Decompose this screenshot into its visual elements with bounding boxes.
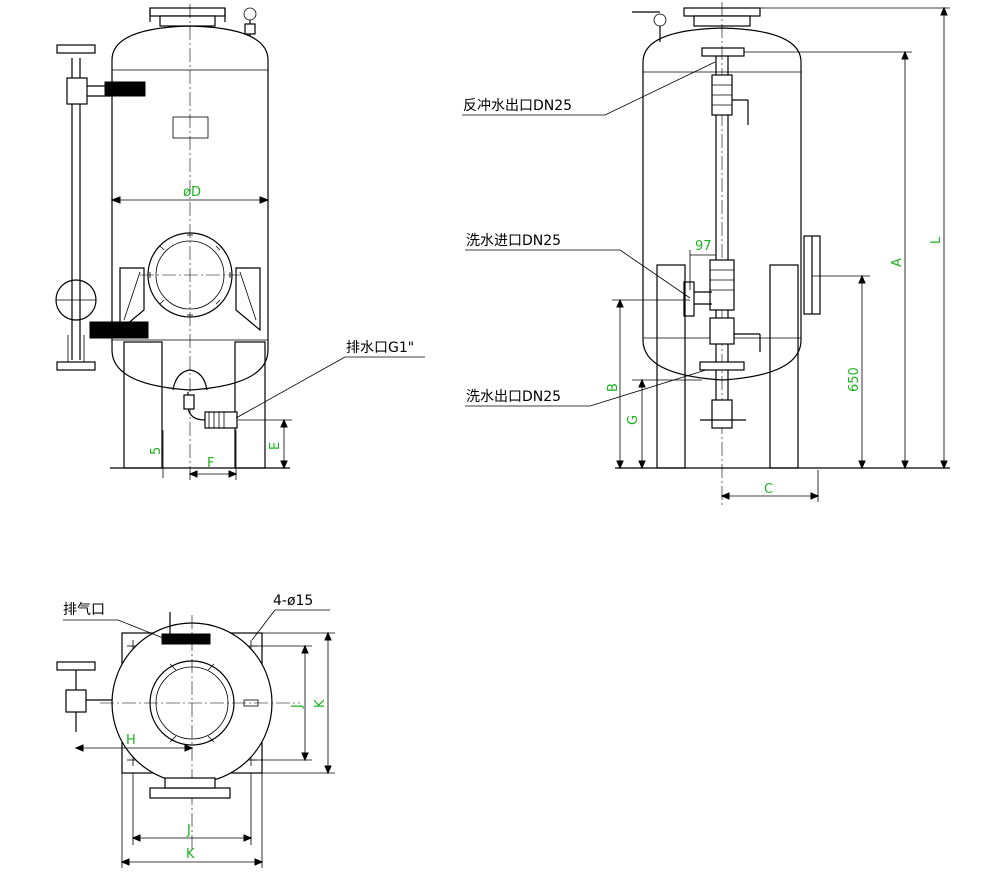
vent-leader	[117, 619, 169, 641]
front-nameplate	[172, 116, 209, 139]
dim-h-label: H	[126, 733, 136, 748]
holes-leader	[251, 609, 276, 641]
dim-97-label: 97	[695, 239, 712, 254]
side-vent-handwheel	[653, 13, 667, 27]
dim-e-label: E	[268, 442, 283, 450]
holes-callout: 4-ø15	[273, 593, 313, 609]
dim-g-label: G	[626, 415, 641, 425]
dim-5-label: 5	[149, 447, 164, 455]
drain-callout: 排水口G1"	[346, 340, 414, 356]
top-view: 排气口 4-ø15 H J K J K	[56, 593, 335, 868]
side-wash-outlet-flange	[699, 361, 745, 371]
top-gauge-valve	[65, 689, 87, 713]
front-top-nozzle	[159, 15, 216, 27]
front-gauge-upper-connection	[104, 81, 146, 97]
dim-f-label: F	[207, 456, 214, 471]
wash-outlet-callout: 洗水出口DN25	[466, 389, 561, 405]
side-wash-inlet-flange	[683, 281, 695, 317]
front-gauge-lower-connection	[89, 321, 149, 339]
dim-650-label: 650	[847, 367, 862, 392]
top-sight-slot	[243, 699, 259, 707]
front-bottom-outlet	[172, 369, 208, 391]
front-gauge-top-wheel	[56, 44, 96, 54]
top-gauge-handwheel	[56, 661, 96, 671]
side-internal-flange	[701, 47, 745, 57]
top-vent-nozzle	[161, 633, 211, 645]
front-vent-handwheel	[243, 7, 257, 21]
wash-outlet-leader	[589, 369, 707, 407]
dim-k-side-label: K	[313, 699, 328, 708]
front-top-flange	[149, 7, 226, 17]
side-view: 反冲水出口DN25 洗水进口DN25 洗水出口DN25 97 B G C	[462, 2, 950, 505]
drain-leader	[235, 356, 346, 419]
dim-j-bottom-label: J	[186, 823, 191, 838]
side-vessel-body	[642, 27, 802, 381]
dim-c-label: C	[764, 482, 773, 497]
front-manway-bolts	[149, 234, 231, 316]
wash-inlet-leader	[619, 249, 691, 299]
backwash-leader	[604, 61, 716, 116]
front-bracket-right	[235, 267, 261, 332]
front-bracket-left	[119, 267, 145, 332]
dim-a-label: A	[890, 258, 905, 267]
front-leg-right	[234, 341, 266, 469]
wash-inlet-callout: 洗水进口DN25	[466, 233, 561, 249]
dim-b-label: B	[606, 383, 621, 392]
backwash-outlet-callout: 反冲水出口DN25	[463, 98, 572, 114]
front-diameter-label: øD	[183, 185, 201, 200]
vent-callout: 排气口	[63, 602, 105, 618]
front-view: øD	[55, 4, 425, 480]
dim-l-label: L	[929, 236, 944, 244]
front-gauge-bottom-wheel	[56, 361, 96, 371]
side-bottom-valve	[711, 399, 733, 429]
front-vessel-body	[111, 25, 269, 391]
dim-j-side-label: J	[290, 704, 305, 709]
dim-k-bottom-label: K	[186, 847, 195, 862]
front-drain-valve	[204, 411, 238, 429]
top-bottom-flange	[149, 787, 231, 799]
